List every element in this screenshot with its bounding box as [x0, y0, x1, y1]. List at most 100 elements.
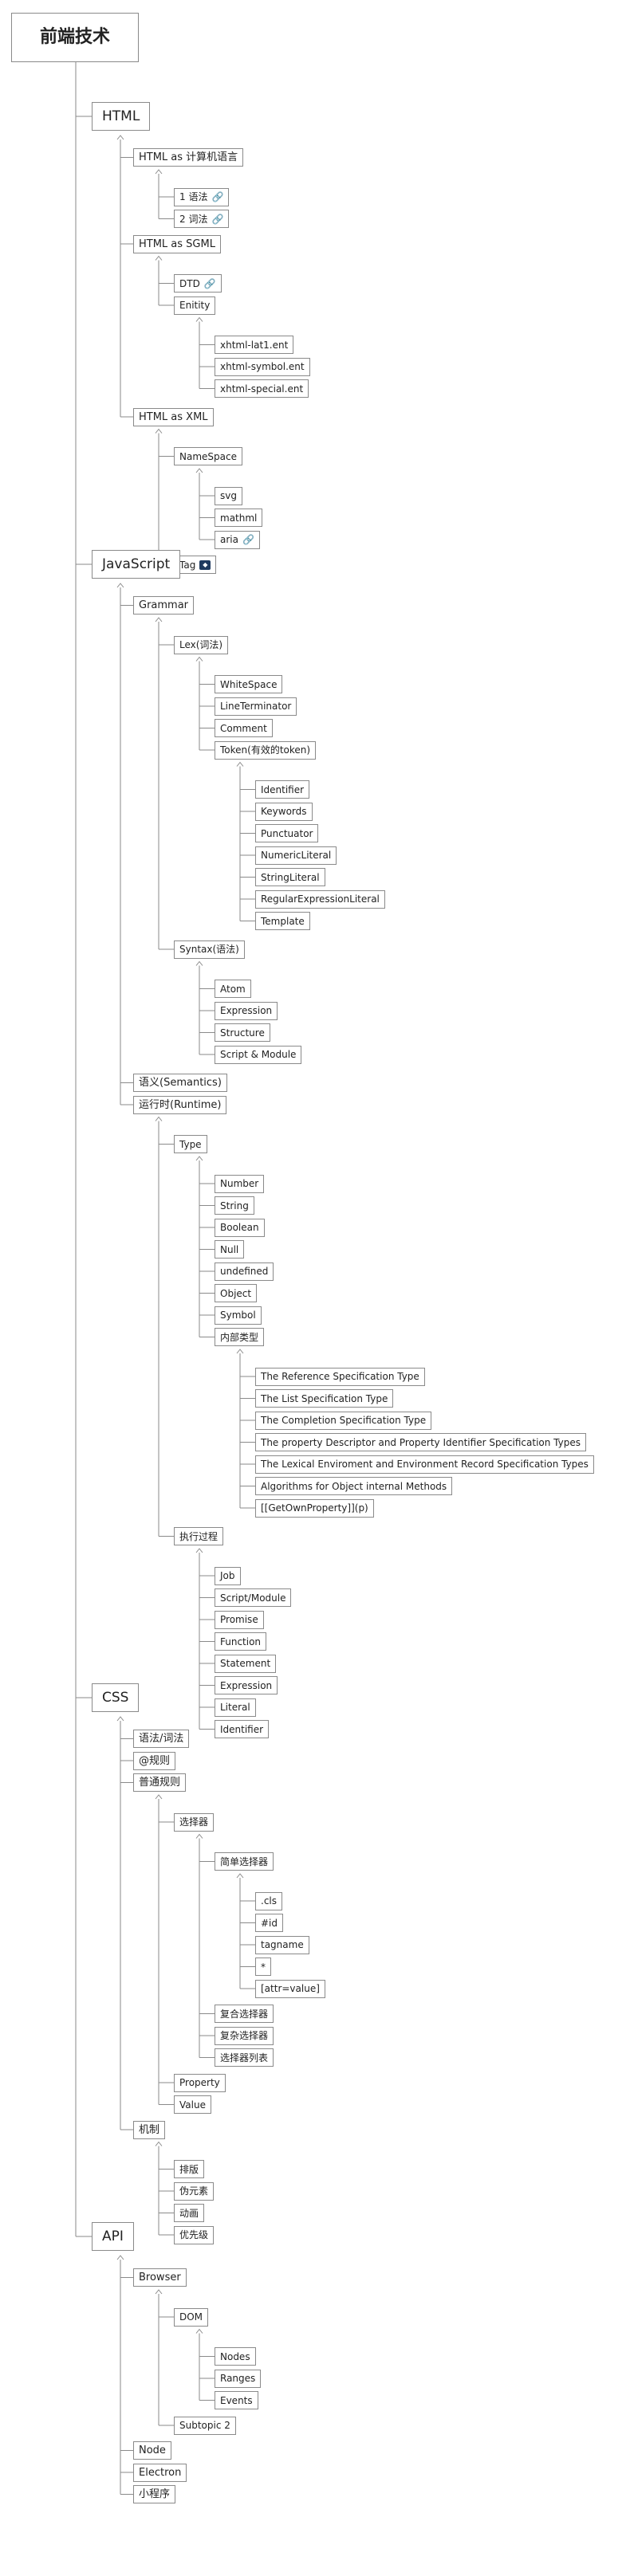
- topic-punctuator[interactable]: Punctuator: [255, 824, 319, 842]
- topic-the-list-specification-type[interactable]: The List Specification Type: [255, 1389, 394, 1408]
- topic-getownproperty-p[interactable]: [[GetOwnProperty]](p): [255, 1498, 374, 1518]
- topic-number[interactable]: Number: [215, 1174, 265, 1193]
- topic-the-completion-specification-type[interactable]: The Completion Specification Type: [255, 1411, 432, 1430]
- topic-item[interactable]: *: [255, 1958, 271, 1976]
- topic-token-有效的token[interactable]: Token(有效的token): [215, 740, 317, 760]
- topic-选择器[interactable]: 选择器: [174, 1812, 215, 1832]
- topic-xhtml-symbol-ent[interactable]: xhtml-symbol.ent: [215, 357, 310, 376]
- topic-expression[interactable]: Expression: [215, 1001, 278, 1020]
- topic-identifier[interactable]: Identifier: [255, 780, 310, 799]
- topic-algorithms-for-object-internal-methods[interactable]: Algorithms for Object internal Methods: [255, 1477, 453, 1495]
- topic-boolean[interactable]: Boolean: [215, 1218, 265, 1237]
- topic-the-lexical-enviroment-and-environment-record-specification-types[interactable]: The Lexical Enviroment and Environment R…: [255, 1455, 594, 1474]
- topic-规则[interactable]: @规则: [133, 1751, 176, 1770]
- link-icon[interactable]: 🔗: [242, 534, 254, 545]
- topic-value[interactable]: Value: [174, 2095, 211, 2114]
- topic-subtopic-2[interactable]: Subtopic 2: [174, 2416, 236, 2435]
- topic-复合选择器[interactable]: 复合选择器: [215, 2005, 274, 2023]
- topic-numericliteral[interactable]: NumericLiteral: [255, 846, 337, 865]
- topic-简单选择器[interactable]: 简单选择器: [215, 1852, 274, 1871]
- topic-script-module[interactable]: Script/Module: [215, 1588, 292, 1607]
- section-javascript[interactable]: JavaScript: [92, 550, 181, 579]
- topic-statement[interactable]: Statement: [215, 1654, 277, 1673]
- topic-2-词法[interactable]: 2 词法🔗: [174, 210, 230, 228]
- topic-whitespace[interactable]: WhiteSpace: [215, 675, 283, 693]
- topic-ranges[interactable]: Ranges: [215, 2369, 262, 2388]
- topic-the-property-descriptor-and-property-identifier-specification-types[interactable]: The property Descriptor and Property Ide…: [255, 1433, 586, 1451]
- topic-nodes[interactable]: Nodes: [215, 2347, 256, 2366]
- topic-lex-词法[interactable]: Lex(词法): [174, 635, 229, 654]
- topic-xhtml-special-ent[interactable]: xhtml-special.ent: [215, 379, 309, 398]
- topic-comment[interactable]: Comment: [215, 719, 273, 737]
- topic-the-reference-specification-type[interactable]: The Reference Specification Type: [255, 1367, 425, 1386]
- topic-html-as-xml[interactable]: HTML as XML: [133, 407, 214, 426]
- topic-regularexpressionliteral[interactable]: RegularExpressionLiteral: [255, 889, 385, 909]
- topic-script-module[interactable]: Script & Module: [215, 1045, 302, 1064]
- topic-events[interactable]: Events: [215, 2391, 258, 2409]
- topic-label: StringLiteral: [261, 871, 320, 883]
- topic-mathml[interactable]: mathml: [215, 509, 263, 527]
- topic-id[interactable]: #id: [255, 1914, 284, 1932]
- topic-dom[interactable]: DOM: [174, 2307, 209, 2327]
- topic-机制[interactable]: 机制: [133, 2120, 166, 2139]
- link-icon[interactable]: 🔗: [211, 213, 224, 225]
- topic-literal[interactable]: Literal: [215, 1698, 256, 1717]
- link-icon[interactable]: 🔗: [211, 191, 224, 202]
- topic-动画[interactable]: 动画: [174, 2204, 205, 2222]
- topic-普通规则[interactable]: 普通规则: [133, 1773, 187, 1792]
- topic-选择器列表[interactable]: 选择器列表: [215, 2048, 274, 2067]
- topic-atom[interactable]: Atom: [215, 980, 251, 998]
- topic-dtd[interactable]: DTD🔗: [174, 274, 222, 293]
- topic-symbol[interactable]: Symbol: [215, 1306, 262, 1325]
- topic-job[interactable]: Job: [215, 1566, 241, 1585]
- topic-undefined[interactable]: undefined: [215, 1262, 274, 1281]
- section-api[interactable]: API: [92, 2222, 134, 2251]
- topic-node[interactable]: Node: [133, 2441, 171, 2460]
- topic-xhtml-lat1-ent[interactable]: xhtml-lat1.ent: [215, 336, 294, 354]
- topic-1-语法[interactable]: 1 语法🔗: [174, 187, 230, 206]
- topic-identifier[interactable]: Identifier: [215, 1720, 270, 1738]
- topic-复杂选择器[interactable]: 复杂选择器: [215, 2026, 274, 2045]
- topic-function[interactable]: Function: [215, 1632, 267, 1651]
- topic-lineterminator[interactable]: LineTerminator: [215, 697, 297, 716]
- topic-tag[interactable]: Tag◆: [174, 556, 217, 574]
- topic-执行过程[interactable]: 执行过程: [174, 1527, 224, 1545]
- topic-promise[interactable]: Promise: [215, 1610, 264, 1629]
- topic-内部类型[interactable]: 内部类型: [215, 1328, 265, 1346]
- topic-伪元素[interactable]: 伪元素: [174, 2181, 215, 2201]
- topic-排版[interactable]: 排版: [174, 2160, 205, 2178]
- topic-attr-value[interactable]: [attr=value]: [255, 1979, 325, 1998]
- topic-namespace[interactable]: NameSpace: [174, 447, 242, 465]
- topic-语义-semantics[interactable]: 语义(Semantics): [133, 1074, 227, 1092]
- topic-structure[interactable]: Structure: [215, 1023, 270, 1042]
- topic-browser[interactable]: Browser: [133, 2268, 187, 2287]
- topic-object[interactable]: Object: [215, 1284, 258, 1302]
- topic-syntax-语法[interactable]: Syntax(语法): [174, 940, 245, 959]
- section-html[interactable]: HTML: [92, 102, 151, 131]
- topic-svg[interactable]: svg: [215, 486, 242, 505]
- topic-html-as-sgml[interactable]: HTML as SGML: [133, 234, 221, 253]
- topic-null[interactable]: Null: [215, 1240, 245, 1259]
- link-icon[interactable]: 🔗: [203, 277, 216, 289]
- topic-语法-词法[interactable]: 语法/词法: [133, 1730, 190, 1748]
- topic-electron[interactable]: Electron: [133, 2463, 187, 2482]
- topic-enitity[interactable]: Enitity: [174, 296, 216, 315]
- topic-cls[interactable]: .cls: [255, 1891, 282, 1910]
- topic-aria[interactable]: aria🔗: [215, 530, 260, 549]
- topic-type[interactable]: Type: [174, 1135, 207, 1153]
- topic-优先级[interactable]: 优先级: [174, 2225, 215, 2244]
- topic-label: Punctuator: [261, 827, 313, 839]
- topic-tagname[interactable]: tagname: [255, 1935, 309, 1954]
- topic-expression[interactable]: Expression: [215, 1676, 278, 1694]
- topic-grammar[interactable]: Grammar: [133, 596, 195, 615]
- section-css[interactable]: CSS: [92, 1683, 140, 1712]
- root-topic[interactable]: 前端技术: [11, 13, 139, 62]
- topic-property[interactable]: Property: [174, 2073, 226, 2092]
- topic-stringliteral[interactable]: StringLiteral: [255, 868, 325, 886]
- topic-string[interactable]: String: [215, 1196, 254, 1215]
- topic-运行时-runtime[interactable]: 运行时(Runtime): [133, 1095, 227, 1114]
- topic-html-as-计算机语言[interactable]: HTML as 计算机语言: [133, 148, 244, 167]
- topic-template[interactable]: Template: [255, 912, 310, 930]
- topic-keywords[interactable]: Keywords: [255, 802, 313, 821]
- topic-小程序[interactable]: 小程序: [133, 2485, 176, 2503]
